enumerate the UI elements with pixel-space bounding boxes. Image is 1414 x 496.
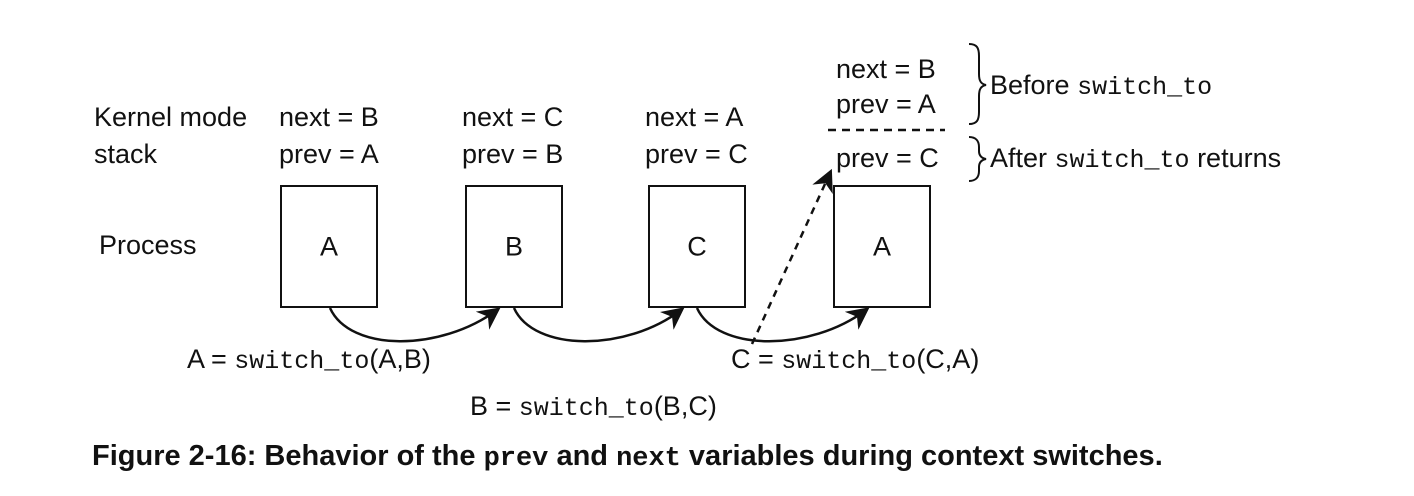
- figure-caption: Figure 2-16: Behavior of the prev and ne…: [92, 440, 1163, 474]
- switch-call-1-args: (A,B): [369, 344, 431, 374]
- after-switch-code: switch_to: [1054, 146, 1190, 175]
- col1-next: next = B: [279, 102, 379, 132]
- switch-call-2-lhs: B =: [470, 391, 519, 421]
- switch-call-1-lhs: A =: [187, 344, 235, 374]
- process-box-4-label: A: [872, 231, 891, 261]
- switch-call-3-code: switch_to: [781, 347, 917, 376]
- before-switch-label: Before switch_to: [990, 70, 1213, 102]
- switch-call-3-args: (C,A): [916, 344, 980, 374]
- switch-call-3: C = switch_to(C,A): [731, 344, 980, 376]
- after-switch-text: After: [990, 143, 1055, 173]
- switch-arrow-a-to-b: [328, 307, 501, 343]
- switch-call-1: A = switch_to(A,B): [187, 344, 431, 376]
- after-switch-suffix: returns: [1189, 143, 1282, 173]
- process-box-1: A: [280, 185, 378, 308]
- col3-prev: prev = C: [645, 139, 748, 169]
- caption-code-next: next: [616, 444, 681, 474]
- process-box-1-label: A: [319, 231, 338, 261]
- switch-call-2-args: (B,C): [653, 391, 717, 421]
- switch-call-1-code: switch_to: [234, 347, 370, 376]
- col4-next-before: next = B: [836, 54, 936, 84]
- after-brace: [968, 136, 987, 182]
- before-switch-text: Before: [990, 70, 1078, 100]
- switch-call-2-code: switch_to: [518, 394, 654, 423]
- before-switch-code: switch_to: [1077, 73, 1213, 102]
- col3-next: next = A: [645, 102, 744, 132]
- switch-call-2: B = switch_to(B,C): [470, 391, 717, 423]
- process-box-4: A: [833, 185, 931, 308]
- return-dashed-arrow: [750, 168, 833, 345]
- caption-part2: and: [548, 440, 617, 472]
- process-box-3-label: C: [687, 231, 707, 261]
- caption-part3: variables during context switches.: [680, 440, 1163, 472]
- col1-prev: prev = A: [279, 139, 379, 169]
- process-label: Process: [99, 230, 197, 260]
- process-box-3: C: [648, 185, 746, 308]
- caption-part1: Figure 2-16: Behavior of the: [92, 440, 484, 472]
- col4-prev-before: prev = A: [836, 89, 936, 119]
- after-switch-label: After switch_to returns: [990, 143, 1282, 175]
- kernel-mode-stack-label-line1: Kernel mode: [94, 102, 248, 132]
- process-box-2-label: B: [504, 231, 523, 261]
- caption-code-prev: prev: [483, 444, 549, 474]
- col2-prev: prev = B: [462, 139, 564, 169]
- switch-call-3-lhs: C =: [731, 344, 782, 374]
- kernel-mode-stack-label-line2: stack: [94, 139, 158, 169]
- switch-arrow-b-to-c: [512, 307, 685, 343]
- process-box-2: B: [465, 185, 563, 308]
- col4-prev-after: prev = C: [836, 143, 939, 173]
- switch-arrow-c-to-a: [695, 307, 870, 343]
- col2-next: next = C: [462, 102, 564, 132]
- before-brace: [968, 43, 987, 125]
